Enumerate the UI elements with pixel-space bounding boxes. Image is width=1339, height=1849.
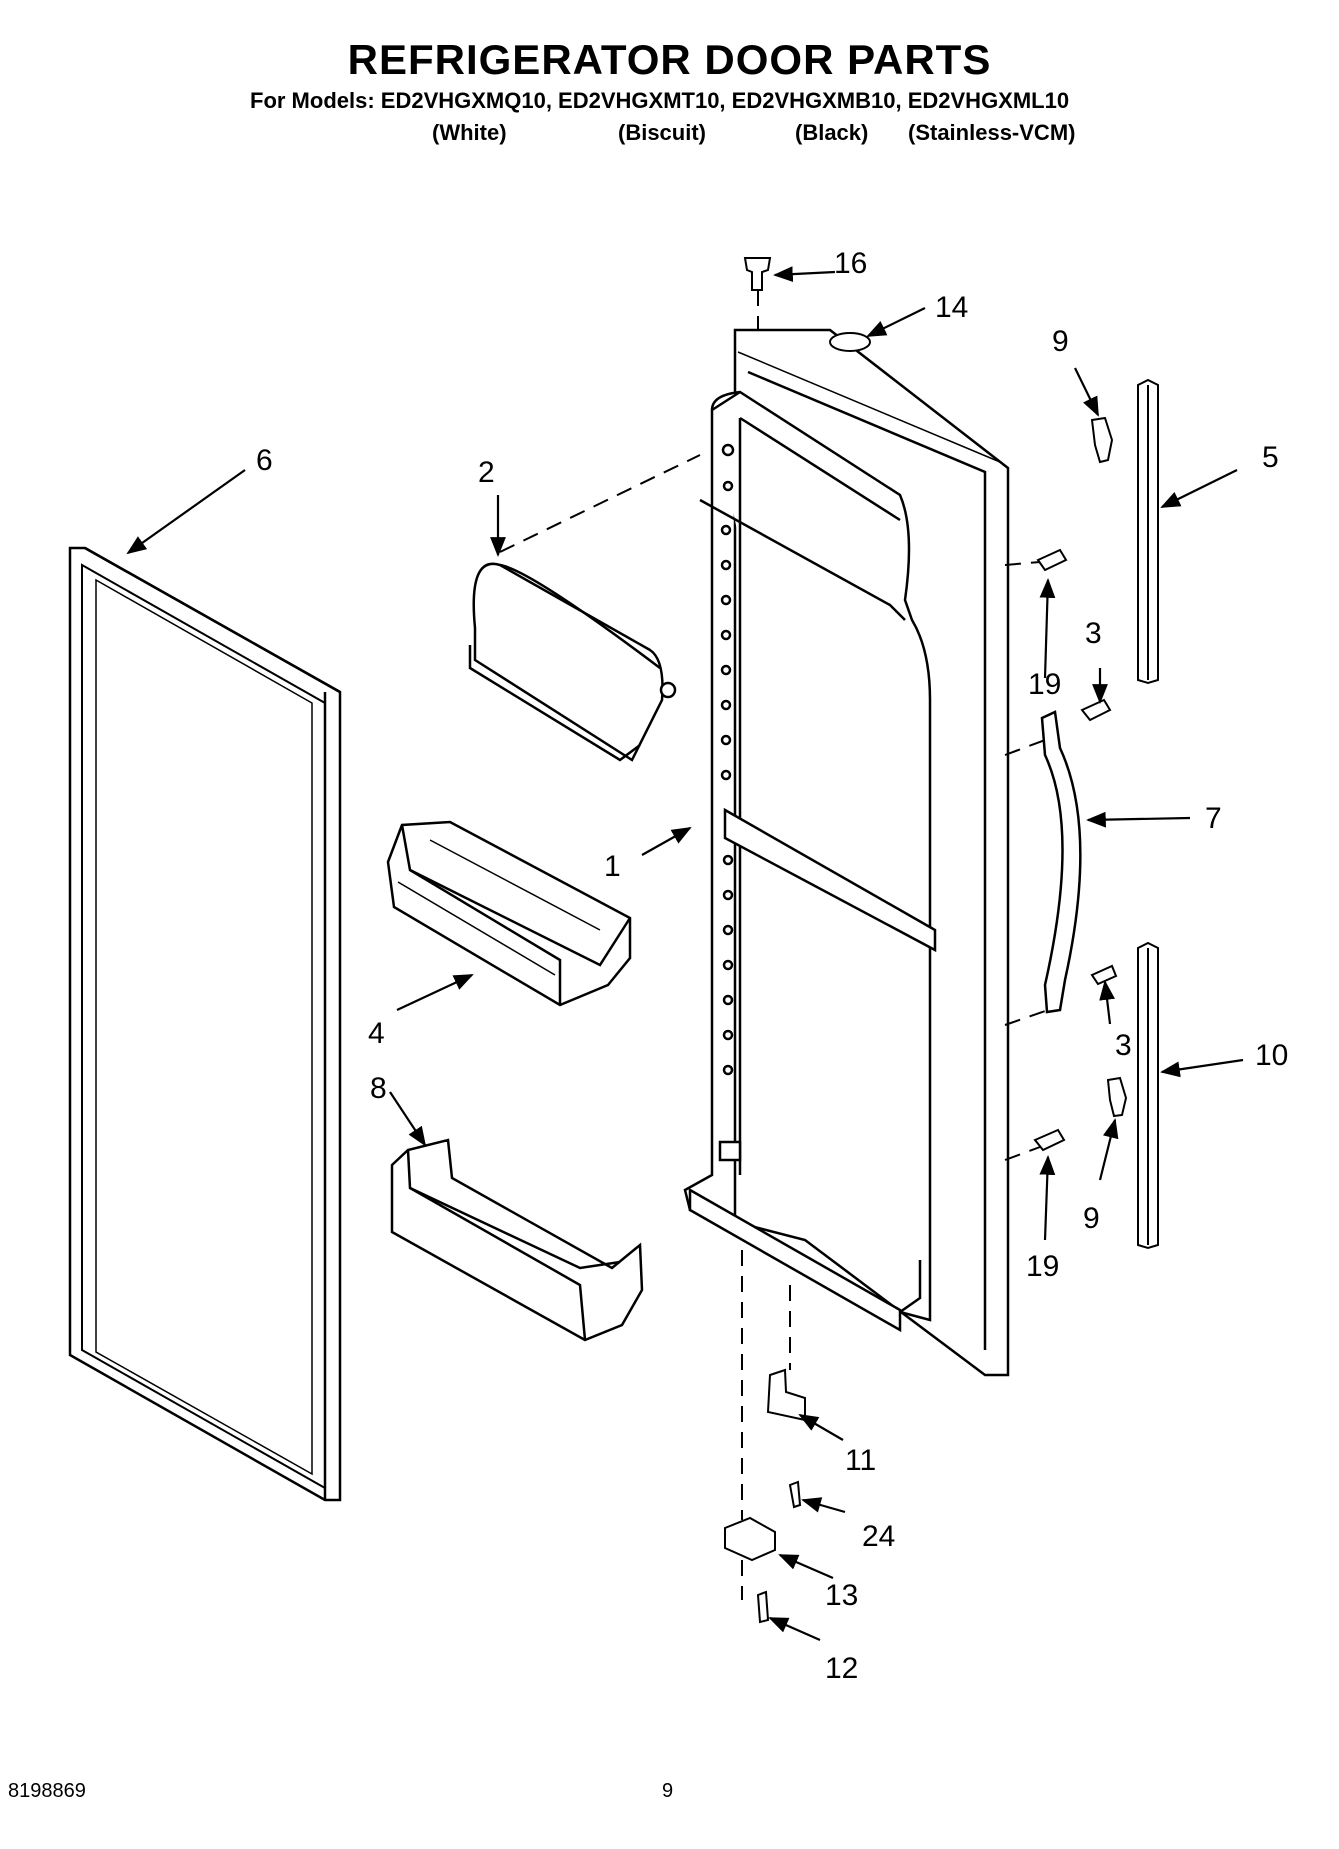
page-title: REFRIGERATOR DOOR PARTS <box>347 36 992 83</box>
screw-3-upper-part <box>1080 698 1112 722</box>
door-gasket-part <box>68 546 342 1502</box>
callout-arrows <box>126 266 1244 1642</box>
callout-1: 1 <box>604 850 621 883</box>
color-white-label: (White) <box>432 120 507 145</box>
callout-5: 5 <box>1262 441 1279 474</box>
trim-clip-lower-part <box>1106 1076 1128 1118</box>
screw-3-lower-part <box>1090 964 1118 986</box>
assembly-dashed-lines <box>499 290 1049 1600</box>
callout-14: 14 <box>935 291 968 324</box>
screw-19-lower-part <box>1033 1128 1066 1152</box>
lower-door-bin-part <box>390 1138 644 1342</box>
callout-12: 12 <box>825 1652 858 1685</box>
callout-4: 4 <box>368 1017 385 1050</box>
document-number: 8198869 <box>8 1780 86 1802</box>
screw-19-upper-part <box>1036 548 1068 572</box>
page-number: 9 <box>662 1780 674 1802</box>
upper-door-trim-part <box>1137 378 1159 685</box>
door-bin-part <box>386 820 632 1007</box>
callout-8: 8 <box>370 1072 387 1105</box>
dairy-door-part <box>468 562 677 762</box>
callout-3-upper: 3 <box>1085 617 1102 650</box>
callout-10: 10 <box>1255 1039 1288 1072</box>
callout-16: 16 <box>834 247 867 280</box>
color-stainless-label: (Stainless-VCM) <box>908 120 1076 145</box>
door-handle-part <box>1040 710 1082 1014</box>
callout-3-lower: 3 <box>1115 1029 1132 1062</box>
callout-19-upper: 19 <box>1028 668 1061 701</box>
callout-9-lower: 9 <box>1083 1202 1100 1235</box>
door-liner-part <box>683 328 1010 1377</box>
hinge-part <box>766 1368 806 1422</box>
models-line: For Models: ED2VHGXMQ10, ED2VHGXMT10, ED… <box>250 88 1070 113</box>
callout-9-upper: 9 <box>1052 325 1069 358</box>
callout-11: 11 <box>845 1444 876 1477</box>
cap-part <box>829 332 871 352</box>
screw-12-part <box>756 1590 770 1624</box>
trim-clip-upper-part <box>1090 416 1114 464</box>
plug-part <box>743 257 772 291</box>
callout-13: 13 <box>825 1579 858 1612</box>
callout-19-lower: 19 <box>1026 1250 1059 1283</box>
callout-2: 2 <box>478 456 495 489</box>
color-black-label: (Black) <box>795 120 869 145</box>
screw-24-part <box>788 1480 802 1509</box>
callout-7: 7 <box>1205 802 1222 835</box>
lower-door-trim-part <box>1137 941 1159 1250</box>
color-biscuit-label: (Biscuit) <box>618 120 706 145</box>
bracket-part <box>724 1516 776 1562</box>
callout-6: 6 <box>256 444 273 477</box>
callout-24: 24 <box>862 1520 895 1553</box>
